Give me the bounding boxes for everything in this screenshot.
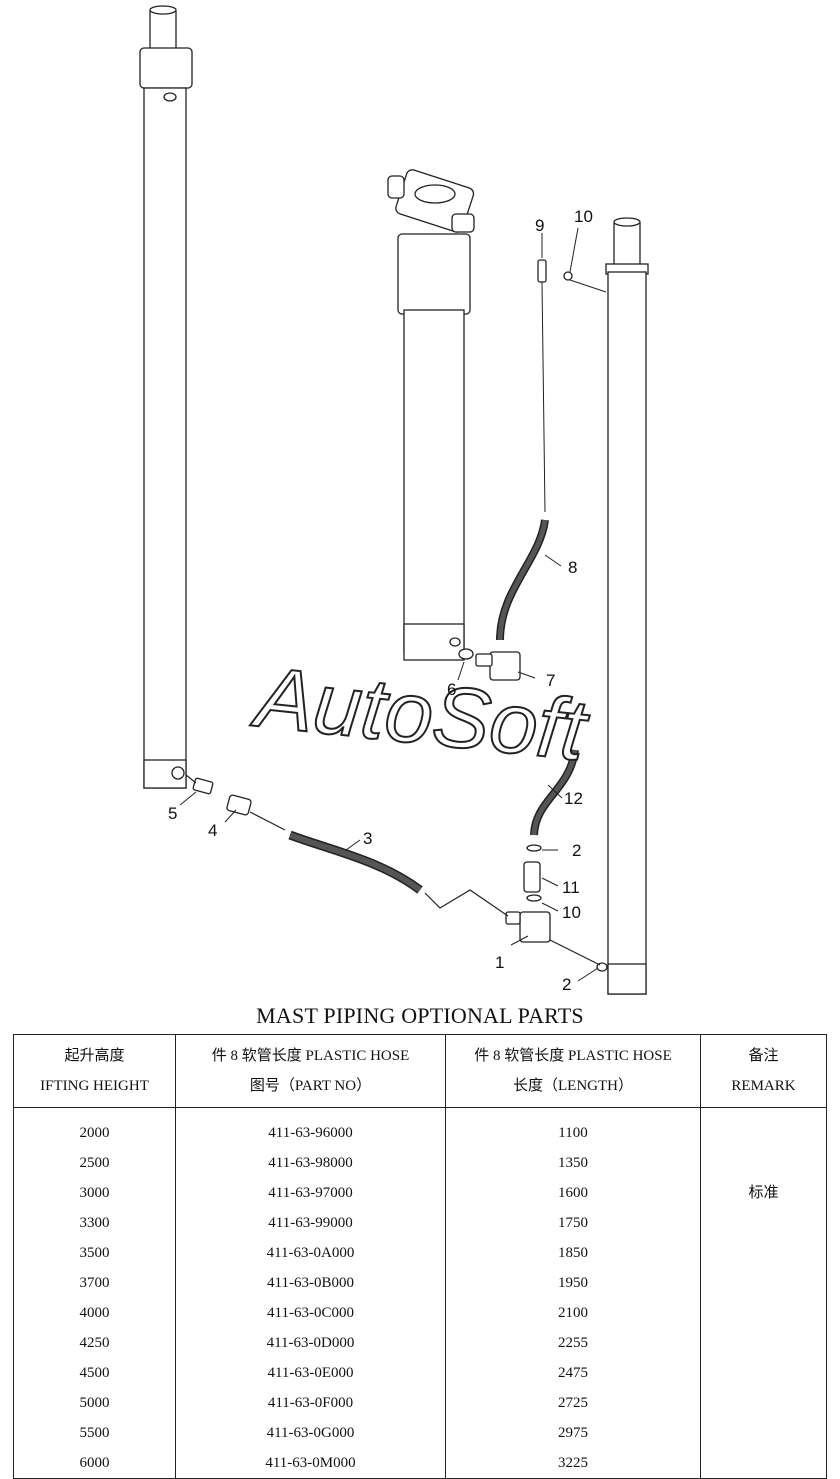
table-cell-height: 3500	[79, 1245, 110, 1261]
header-length: 件 8 软管长度 PLASTIC HOSE 长度（LENGTH）	[445, 1034, 701, 1108]
page-title: MAST PIPING OPTIONAL PARTS	[256, 1003, 584, 1028]
table-cell-length: 1750	[558, 1215, 588, 1231]
table-cell-part-no: 411-63-0D000	[266, 1335, 355, 1351]
table-header-row: 起升高度 IFTING HEIGHT 件 8 软管长度 PLASTIC HOSE…	[13, 1034, 827, 1108]
callout-3: 3	[363, 829, 372, 848]
table-cell-height: 4500	[79, 1365, 110, 1381]
heights-column: 2000 2500 3000 3300 3500 3700 4000 4250 …	[13, 1107, 176, 1479]
table-cell-part-no: 411-63-96000	[268, 1125, 353, 1141]
header-remark: 备注 REMARK	[700, 1034, 827, 1108]
table-cell-part-no: 411-63-0M000	[265, 1455, 356, 1471]
table-cell-part-no: 411-63-0E000	[267, 1365, 354, 1381]
table-body-row: 2000 2500 3000 3300 3500 3700 4000 4250 …	[13, 1107, 827, 1479]
table-cell-part-no: 411-63-0F000	[267, 1395, 354, 1411]
table-cell-part-no: 411-63-0G000	[266, 1425, 355, 1441]
watermark: AutoSoft	[247, 649, 593, 780]
table-cell-length: 1850	[558, 1245, 588, 1261]
table-cell-height: 4000	[79, 1305, 110, 1321]
length-column: 1100 1350 1600 1750 1850 1950 2100 2255 …	[445, 1107, 701, 1479]
table-cell-length: 2255	[558, 1335, 588, 1351]
right-mast-cylinder	[605, 217, 649, 995]
table-cell-length: 2100	[558, 1305, 588, 1321]
callout-12: 12	[564, 789, 583, 808]
callout-4: 4	[208, 821, 217, 840]
table-cell-part-no: 411-63-97000	[268, 1185, 353, 1201]
table-cell-height: 3700	[79, 1275, 110, 1291]
table-cell-length: 1600	[558, 1185, 588, 1201]
center-cylinder	[387, 169, 475, 661]
left-mast-cylinder	[139, 5, 193, 789]
callout-5: 5	[168, 804, 177, 823]
callout-7: 7	[546, 671, 555, 690]
leader-lines	[179, 227, 599, 982]
callout-8: 8	[568, 558, 577, 577]
table-cell-height: 6000	[79, 1455, 110, 1471]
table-cell-part-no: 411-63-0A000	[266, 1245, 355, 1261]
hoses	[185, 279, 607, 966]
table-cell-part-no: 411-63-0B000	[267, 1275, 354, 1291]
remark-column: 标准	[700, 1107, 827, 1479]
table-cell-height: 4250	[79, 1335, 110, 1351]
table-cell-part-no: 411-63-98000	[268, 1155, 353, 1171]
callout-1: 1	[495, 953, 504, 972]
table-cell-length: 1950	[558, 1275, 588, 1291]
table-cell-length: 2475	[558, 1365, 588, 1381]
header-lifting-height: 起升高度 IFTING HEIGHT	[13, 1034, 176, 1108]
table-cell-height: 3300	[79, 1215, 110, 1231]
callout-11: 11	[562, 878, 580, 897]
table-cell-length: 1350	[558, 1155, 588, 1171]
callout-2-lower: 2	[562, 975, 571, 994]
table-cell-height: 2000	[79, 1125, 110, 1141]
table-cell-height: 2500	[79, 1155, 110, 1171]
table-cell-length: 1100	[558, 1125, 588, 1141]
optional-parts-table: 起升高度 IFTING HEIGHT 件 8 软管长度 PLASTIC HOSE…	[13, 1034, 827, 1479]
table-cell-length: 2725	[558, 1395, 588, 1411]
table-cell-height: 3000	[79, 1185, 110, 1201]
table-cell-part-no: 411-63-0C000	[267, 1305, 354, 1321]
header-part-no: 件 8 软管长度 PLASTIC HOSE 图号（PART NO）	[175, 1034, 446, 1108]
table-cell-part-no: 411-63-99000	[268, 1215, 353, 1231]
mast-piping-diagram: AutoSoft 1 2 2 3 4 5 6 7 8 9 10 10 11 12	[139, 5, 649, 995]
callout-9: 9	[535, 216, 544, 235]
callout-6: 6	[447, 680, 456, 699]
callout-2-upper: 2	[572, 841, 581, 860]
callout-10-upper: 10	[574, 207, 593, 226]
fittings	[171, 259, 608, 972]
part-no-column: 411-63-96000 411-63-98000 411-63-97000 4…	[175, 1107, 446, 1479]
table-cell-height: 5500	[79, 1425, 110, 1441]
table-cell-length: 2975	[558, 1425, 588, 1441]
table-cell-remark: 标准	[748, 1185, 779, 1201]
callout-10-lower: 10	[562, 903, 581, 922]
table-cell-length: 3225	[558, 1455, 588, 1471]
table-cell-height: 5000	[79, 1395, 110, 1411]
